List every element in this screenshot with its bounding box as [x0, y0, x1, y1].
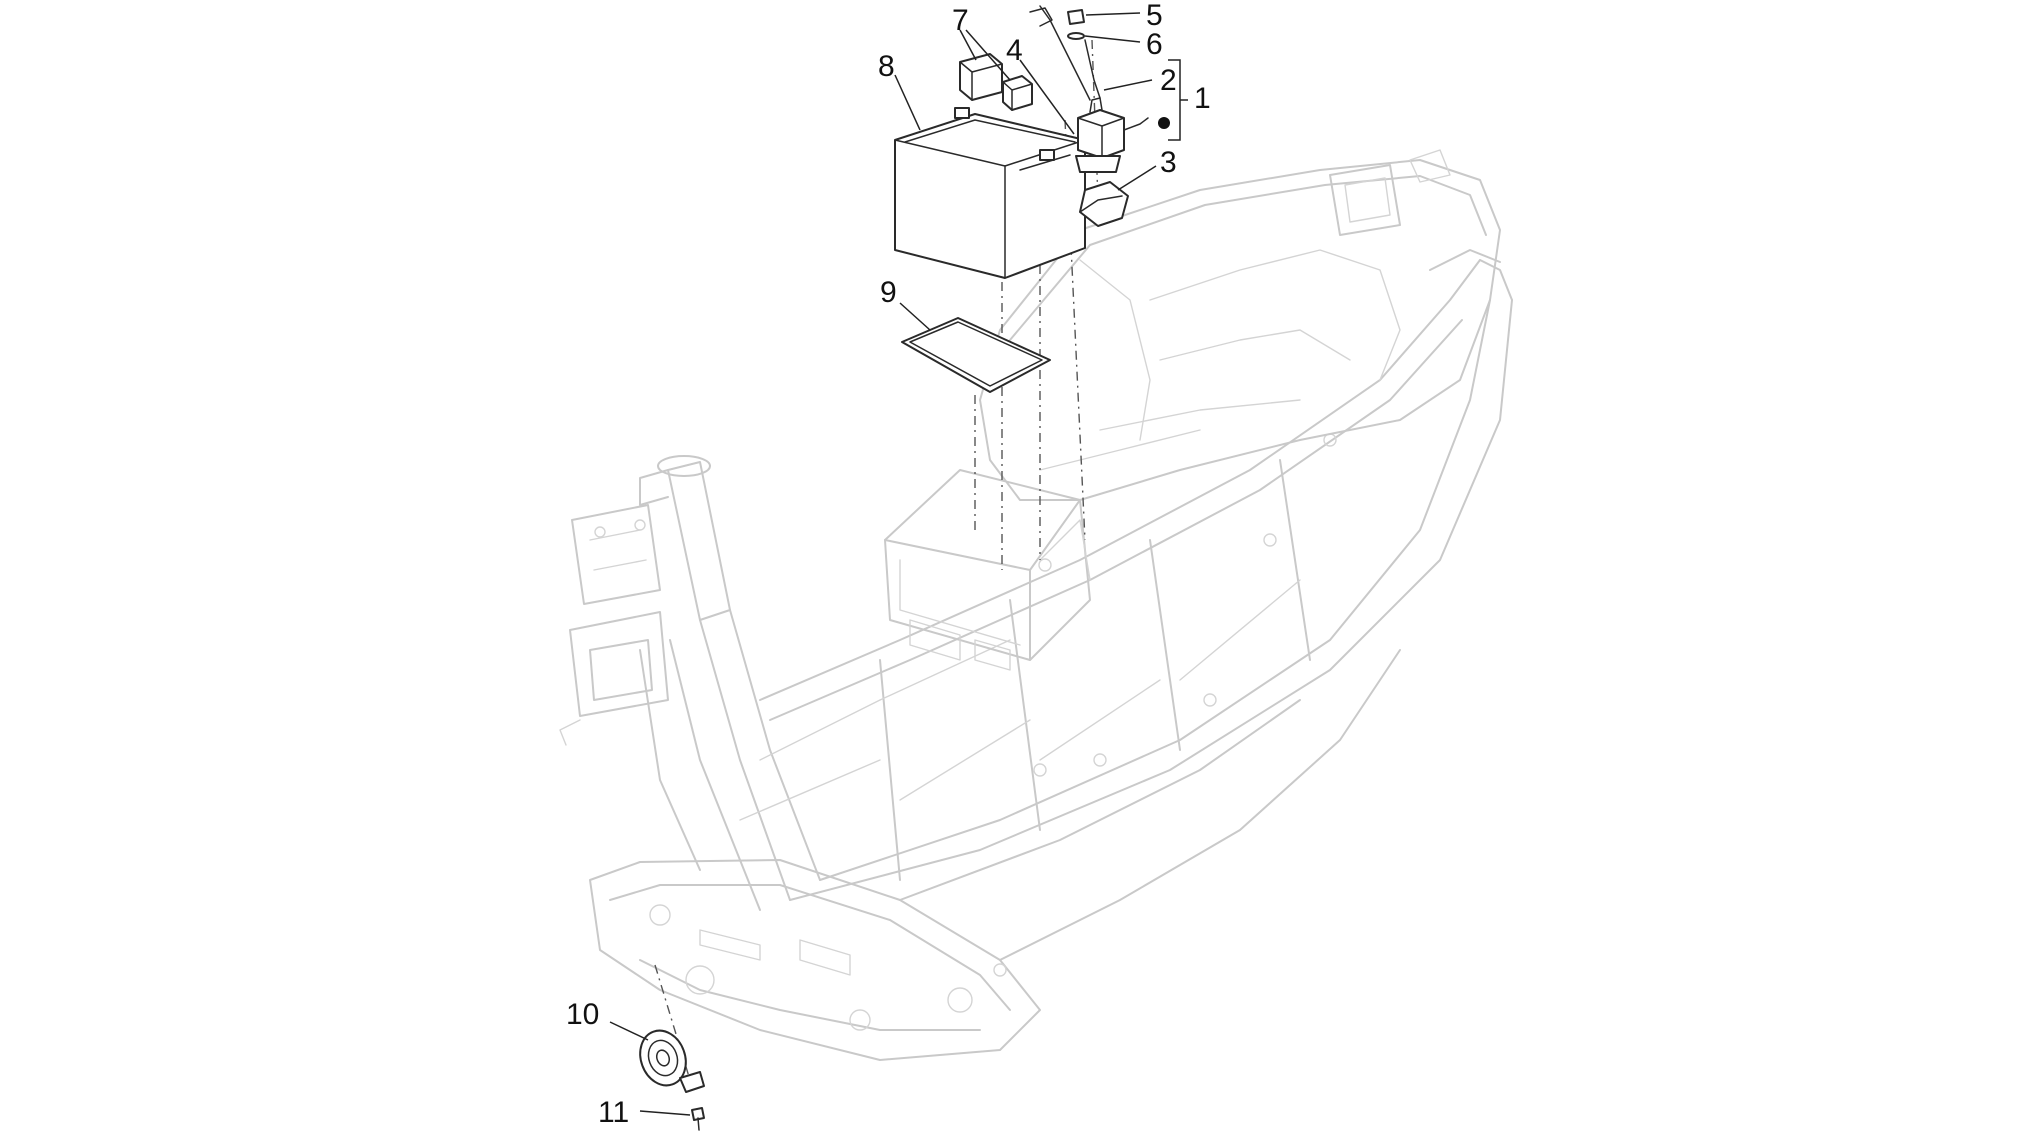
callout-11: 11 [598, 1096, 629, 1129]
screw-washer-parts-5-6 [1029, 5, 1101, 101]
callout-2: 2 [1160, 64, 1177, 97]
callout-9: 9 [880, 276, 897, 309]
battery-part-8 [894, 107, 1086, 279]
horn-part-10 [639, 1029, 705, 1093]
scooter-frame [559, 249, 1513, 1061]
callout-5: 5 [1146, 0, 1163, 32]
relays-part-7 [959, 53, 1033, 111]
callout-labels: 1 2 3 4 5 6 7 8 9 10 11 [566, 0, 1211, 1129]
leader-lines [609, 12, 1188, 1116]
bracket-part-3 [1079, 181, 1129, 227]
bolt-part-11 [691, 1107, 705, 1131]
starter-relay-part-2 [1075, 97, 1149, 173]
callout-7: 7 [952, 4, 969, 37]
callout-3: 3 [1160, 146, 1177, 179]
storage-compartment [979, 149, 1501, 501]
battery-tray [884, 469, 1091, 671]
battery-pad-part-9 [901, 317, 1051, 393]
callout-6: 6 [1146, 28, 1163, 61]
callout-8: 8 [878, 50, 895, 83]
assembly-dot-icon [1158, 117, 1170, 129]
callout-4: 4 [1006, 34, 1023, 67]
callout-10: 10 [566, 998, 599, 1031]
callout-1: 1 [1194, 82, 1211, 115]
